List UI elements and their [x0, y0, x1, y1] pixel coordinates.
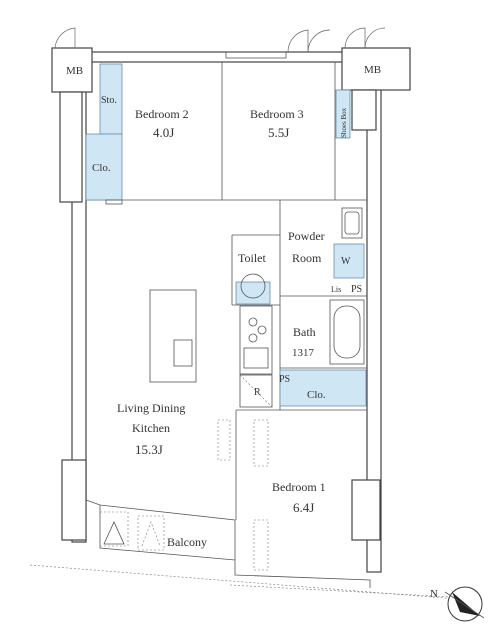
ps-upper-label: PS	[351, 284, 362, 295]
bath-name: Bath	[293, 325, 316, 339]
lis-label: Lis	[331, 285, 341, 294]
interior-walls	[86, 62, 367, 520]
washer-area	[333, 243, 365, 279]
powder-room-line1: Powder	[288, 229, 325, 243]
washer-label: W	[341, 256, 351, 267]
toilet-name: Toilet	[238, 251, 266, 265]
bedroom-1-name: Bedroom 1	[272, 480, 326, 494]
bedroom-2-size: 4.0J	[153, 125, 174, 140]
closet-right	[279, 369, 367, 407]
powder-sink	[341, 207, 363, 239]
sto-label: Sto.	[101, 95, 117, 106]
shoes-box-label: Shoes Box	[340, 107, 348, 138]
bedroom-1-size: 6.4J	[293, 500, 314, 515]
mb-right-label: MB	[364, 64, 381, 76]
ldk-line2: Kitchen	[132, 421, 170, 435]
closet-left	[85, 133, 123, 201]
toilet-tank	[235, 281, 271, 305]
shoes-box	[335, 89, 351, 139]
kitchen-island	[149, 289, 197, 383]
balcony-name: Balcony	[167, 535, 207, 549]
ldk-line1: Living Dining	[117, 401, 185, 415]
closet-right-label: Clo.	[307, 389, 326, 401]
outer-walls	[29, 47, 471, 601]
closet-left-label: Clo.	[92, 162, 111, 174]
ldk-size: 15.3J	[135, 442, 163, 457]
toilet-fixture	[240, 273, 266, 299]
compass	[444, 586, 485, 622]
compass-north-label: N	[430, 588, 438, 600]
cooktop	[239, 305, 273, 375]
mb-left-label: MB	[66, 65, 83, 77]
bath-size: 1317	[292, 347, 315, 359]
door-swings-top	[54, 27, 386, 59]
ps-lower-label: PS	[279, 374, 290, 385]
bedroom-3-name: Bedroom 3	[250, 107, 304, 121]
bedroom-2-name: Bedroom 2	[135, 107, 189, 121]
refrigerator-box	[239, 374, 273, 408]
bedroom-3-size: 5.5J	[268, 125, 289, 140]
window-panels	[99, 199, 269, 571]
powder-room-line2: Room	[292, 251, 322, 265]
bathtub	[329, 299, 365, 365]
